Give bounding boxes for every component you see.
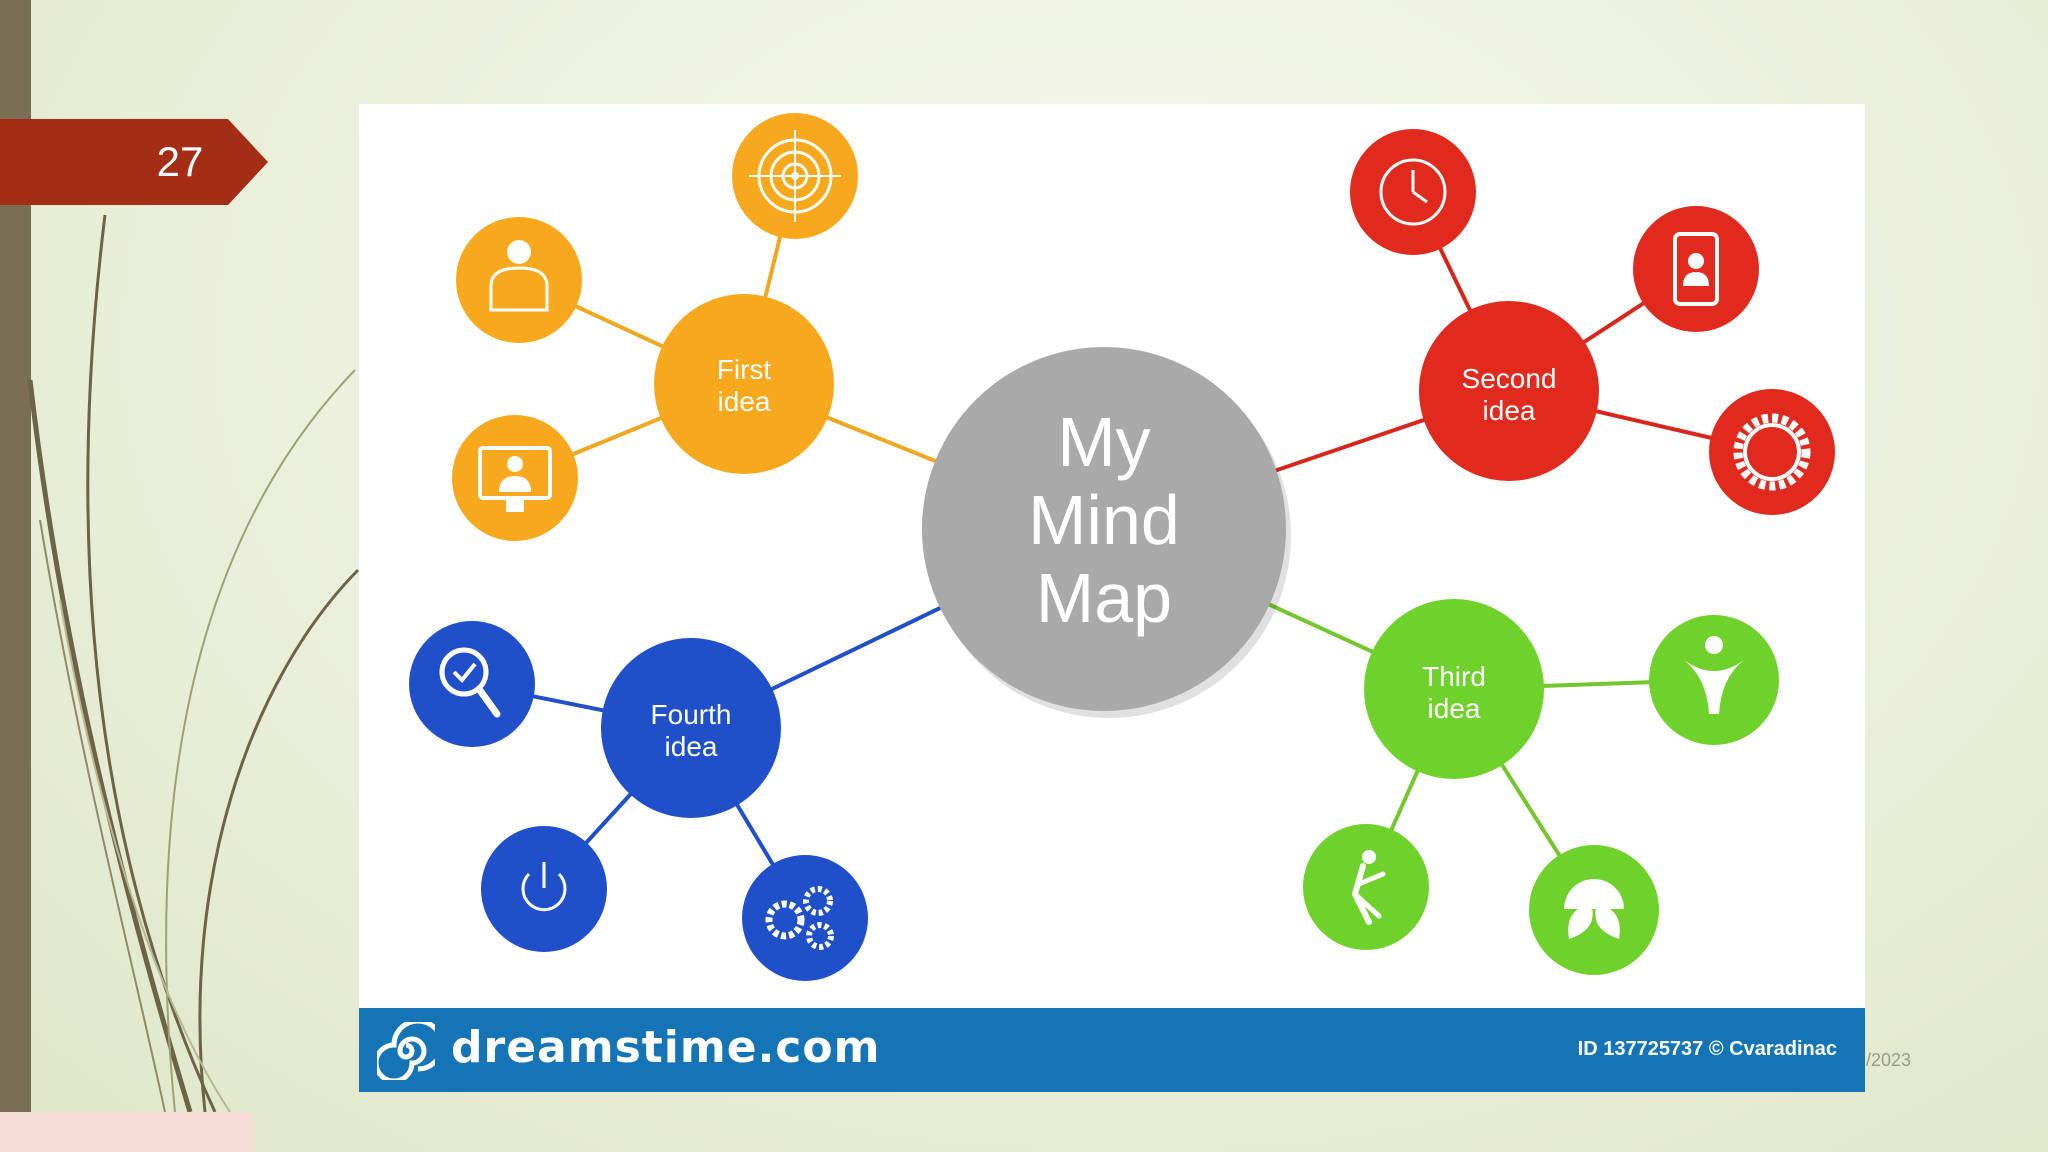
person-icon	[456, 217, 582, 343]
cogs-icon	[742, 855, 868, 981]
running-person-icon	[1303, 824, 1429, 950]
dreamstime-logo-icon	[377, 1022, 435, 1080]
center-line-3: Map	[1036, 559, 1172, 637]
third-idea-node: Third idea	[1364, 599, 1544, 779]
center-line-1: My	[1057, 403, 1150, 481]
mind-map-figure: My Mind Map First idea	[359, 104, 1865, 1092]
target-icon	[732, 113, 858, 239]
gear-icon	[1709, 389, 1835, 515]
slide-date: /2023	[1866, 1050, 1912, 1070]
page-number-badge	[0, 119, 268, 205]
first-idea-node: First idea	[654, 294, 834, 474]
center-line-2: Mind	[1028, 481, 1180, 559]
watermark-banner: dreamstime.com ID 137725737 © Cvaradinac	[359, 1008, 1865, 1092]
leaf-sun-icon	[1529, 845, 1659, 975]
second-idea-node: Second idea	[1419, 301, 1599, 481]
magnifier-check-icon	[409, 621, 535, 747]
page-number: 27	[156, 138, 204, 185]
fourth-idea-line-2: idea	[665, 731, 718, 762]
first-idea-line-2: idea	[718, 386, 771, 417]
corner-block	[0, 1112, 252, 1152]
watermark-credit: ID 137725737 © Cvaradinac	[1577, 1038, 1837, 1060]
second-idea-line-2: idea	[1483, 395, 1536, 426]
third-idea-line-1: Third	[1422, 661, 1486, 692]
clock-icon	[1350, 129, 1476, 255]
decorative-grass-lines	[27, 214, 360, 1113]
phone-contact-icon	[1633, 206, 1759, 332]
fourth-idea-line-1: Fourth	[651, 699, 732, 730]
first-idea-line-1: First	[717, 354, 772, 385]
presentation-icon	[452, 415, 578, 541]
watermark-brand: dreamstime.com	[451, 1022, 881, 1073]
mind-map-diagram: My Mind Map First idea	[409, 113, 1835, 981]
third-idea-line-2: idea	[1428, 693, 1481, 724]
power-icon	[481, 826, 607, 952]
center-node: My Mind Map	[922, 347, 1291, 718]
fourth-idea-node: Fourth idea	[601, 638, 781, 818]
second-idea-line-1: Second	[1462, 363, 1557, 394]
person-arms-open-icon	[1649, 615, 1779, 745]
